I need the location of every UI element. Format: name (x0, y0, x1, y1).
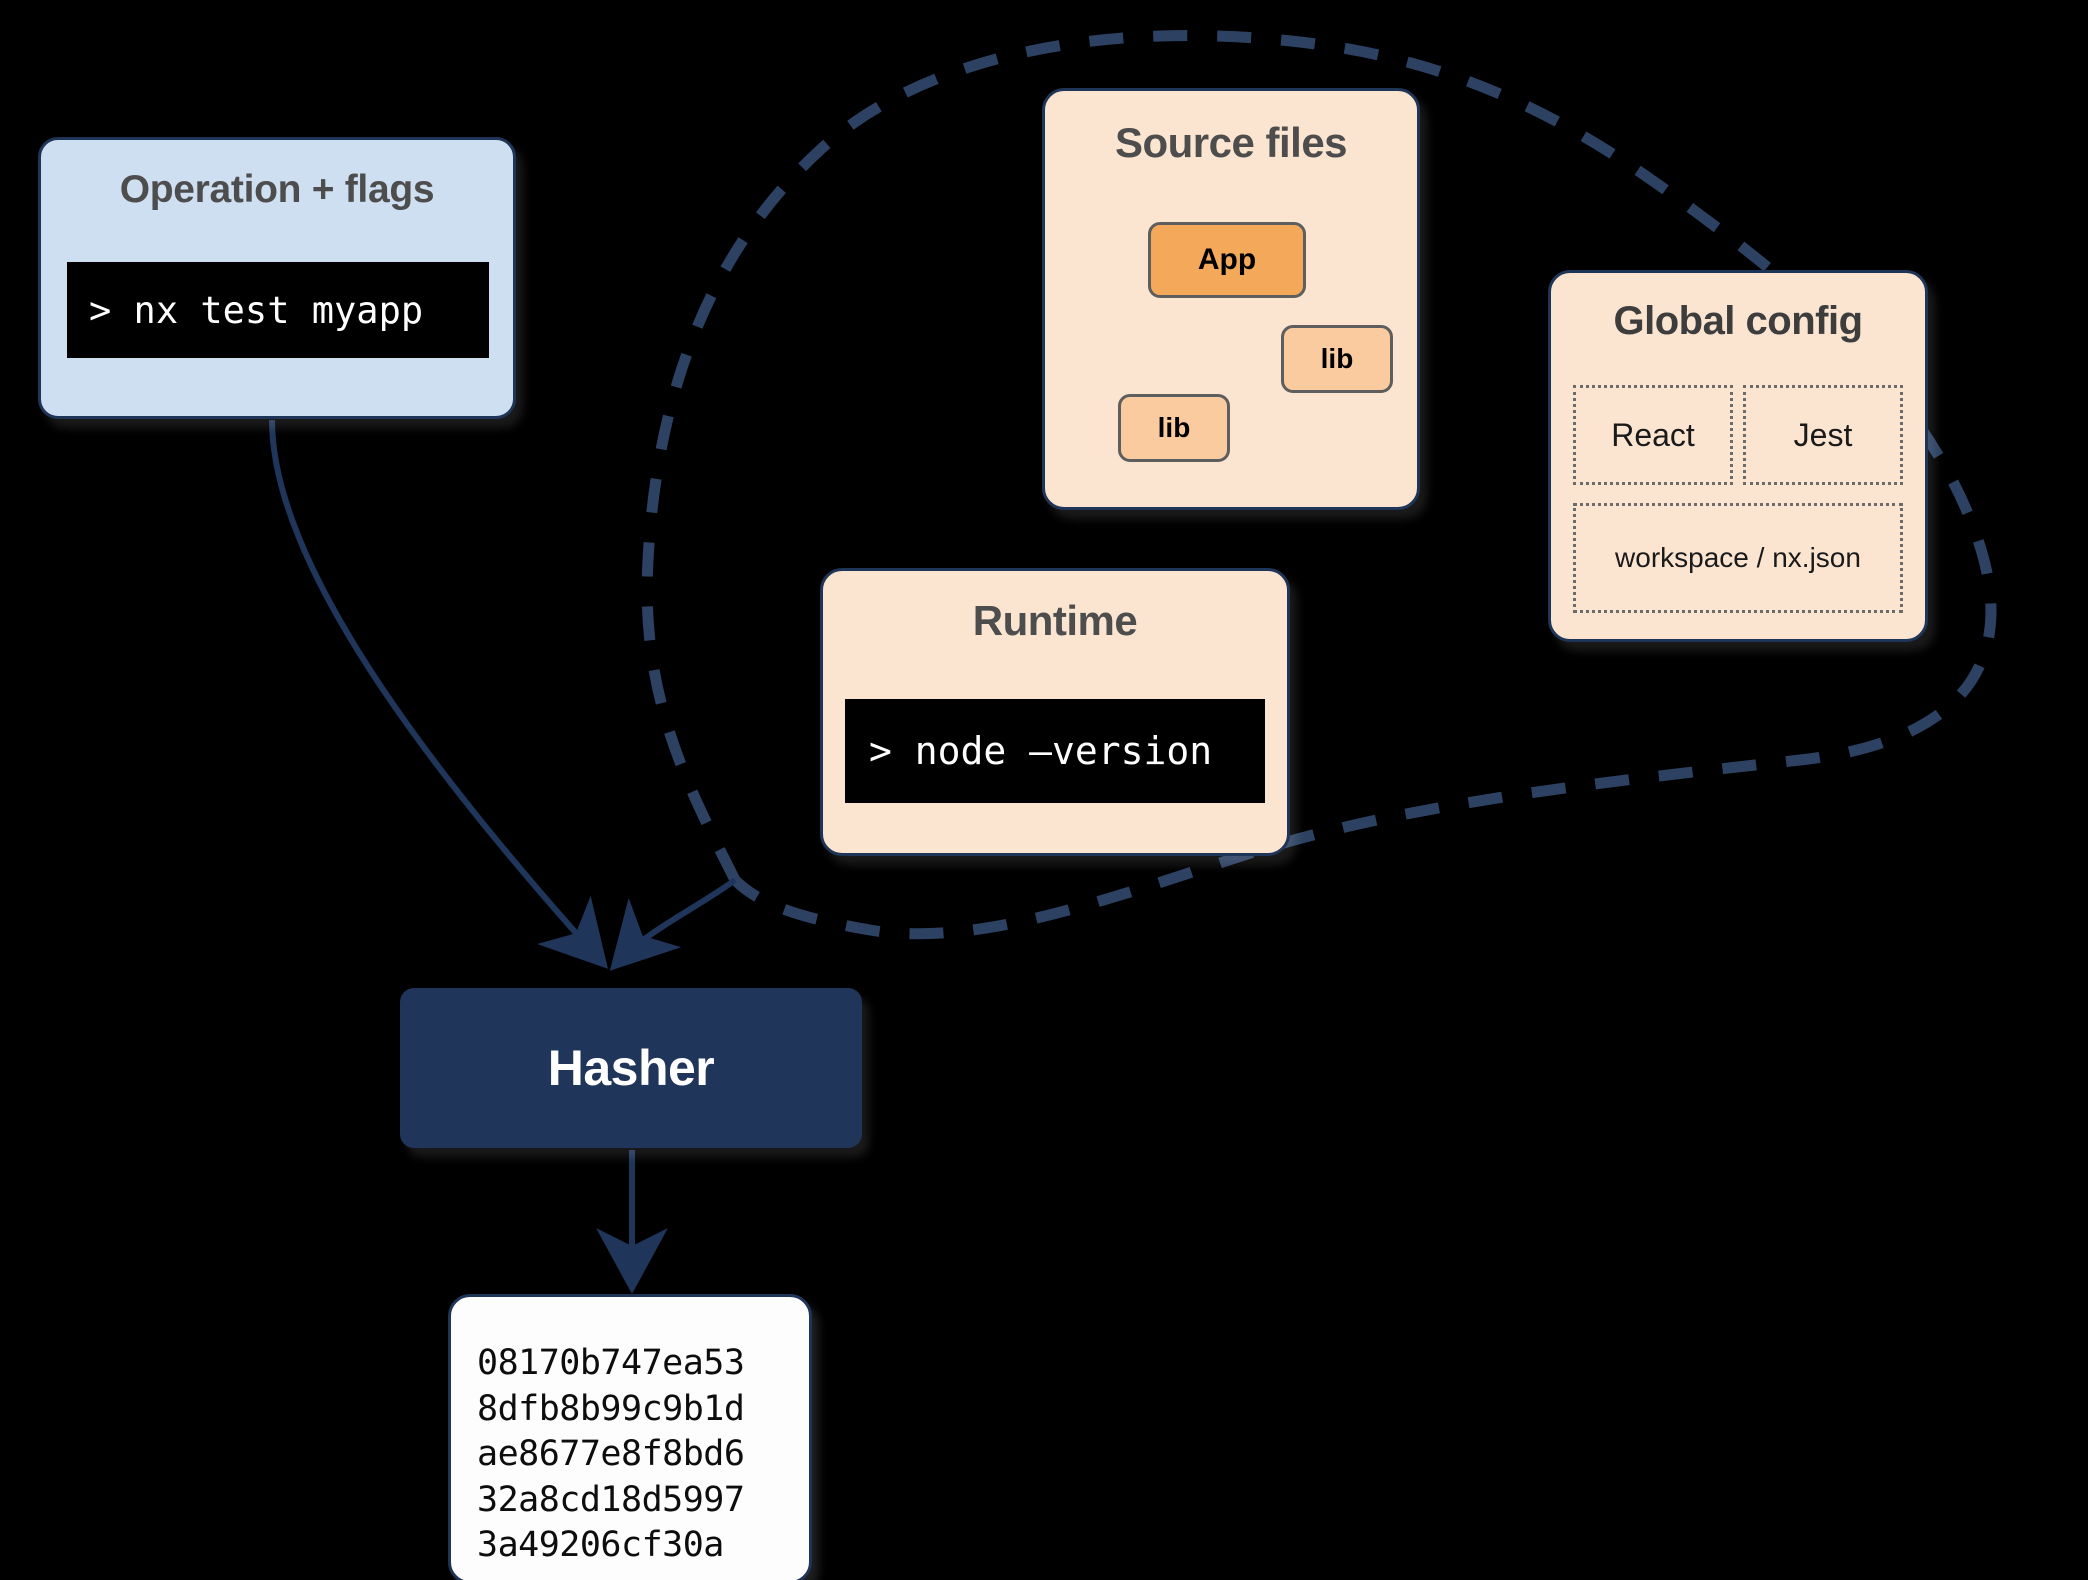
config-cell-jest[interactable]: Jest (1743, 385, 1903, 485)
hasher-card[interactable]: Hasher (400, 988, 862, 1148)
hash-output-card[interactable]: 08170b747ea53 8dfb8b99c9b1d ae8677e8f8bd… (448, 1294, 812, 1580)
arrow-operation-to-hasher (269, 419, 609, 969)
operation-flags-terminal[interactable]: > nx test myapp (67, 262, 489, 358)
runtime-terminal[interactable]: > node –version (845, 699, 1265, 803)
dep-node-lib-left-label: lib (1157, 412, 1191, 443)
config-cell-jest-label: Jest (1793, 416, 1853, 453)
source-files-title: Source files (1114, 119, 1348, 166)
dep-node-lib-right[interactable]: lib (1281, 325, 1393, 393)
runtime-command: > node –version (869, 729, 1213, 773)
operation-flags-command: > nx test myapp (89, 288, 424, 332)
global-config-title: Global config (1613, 299, 1863, 343)
config-cell-react-label: React (1611, 416, 1695, 453)
global-config-grid: React Jest workspace / nx.json (1573, 385, 1903, 613)
runtime-title: Runtime (972, 597, 1138, 644)
runtime-card[interactable]: Runtime > node –version (820, 568, 1290, 856)
operation-flags-title: Operation + flags (119, 168, 435, 211)
source-files-card[interactable]: Source files (1042, 88, 1420, 510)
hash-output-value: 08170b747ea53 8dfb8b99c9b1d ae8677e8f8bd… (477, 1343, 745, 1565)
operation-flags-card[interactable]: Operation + flags > nx test myapp (38, 137, 516, 419)
dep-node-app[interactable]: App (1148, 222, 1306, 298)
global-config-card[interactable]: Global config React Jest workspace / nx.… (1548, 270, 1928, 642)
dep-node-lib-right-label: lib (1320, 343, 1354, 374)
global-config-row-top: React Jest (1573, 385, 1903, 485)
config-cell-react[interactable]: React (1573, 385, 1733, 485)
config-cell-workspace[interactable]: workspace / nx.json (1573, 503, 1903, 613)
hasher-title: Hasher (547, 1040, 715, 1096)
dep-node-lib-left[interactable]: lib (1118, 394, 1230, 462)
config-cell-workspace-label: workspace / nx.json (1615, 542, 1861, 573)
dep-node-app-label: App (1197, 243, 1257, 276)
arrow-inputs-to-hasher (609, 877, 737, 971)
